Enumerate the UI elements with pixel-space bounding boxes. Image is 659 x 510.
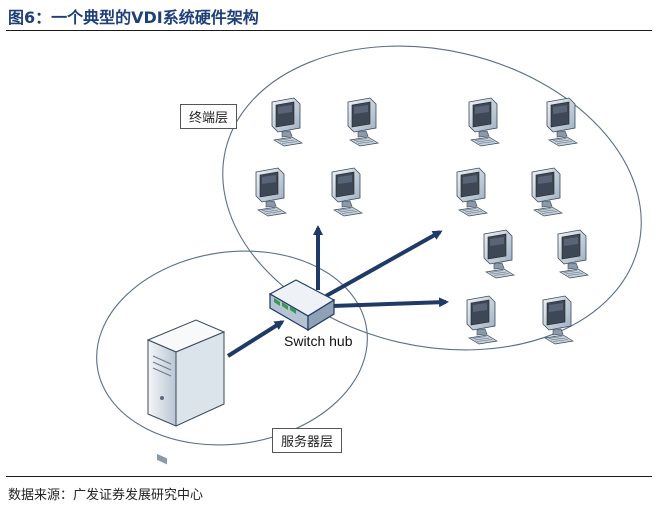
terminal-computer-icon <box>531 167 563 217</box>
figure-source: 数据来源：广发证券发展研究中心 <box>8 488 204 503</box>
top-rule <box>6 30 652 31</box>
server-to-hub-arrow <box>226 320 285 358</box>
connection-arrows <box>226 225 449 358</box>
terminal-computer-icon <box>466 295 498 345</box>
bottom-rule <box>6 476 652 477</box>
terminal-computer-icon <box>255 167 287 217</box>
hub-upper-right-arrow <box>325 230 443 298</box>
hub-right-arrow <box>331 297 449 308</box>
terminal-computer-icon <box>468 97 500 147</box>
figure-title: 图6：一个典型的VDI系统硬件架构 <box>8 8 259 27</box>
server-layer-label: 服务器层 <box>272 428 343 453</box>
switch-hub-label: Switch hub <box>284 333 353 349</box>
terminal-computer-icon <box>271 97 303 147</box>
server-layer-boundary <box>96 250 368 446</box>
terminal-layer-label: 终端层 <box>180 104 238 129</box>
server-icon <box>146 319 226 465</box>
terminal-computer-icon <box>557 229 589 279</box>
terminal-computer-icon <box>456 167 488 217</box>
terminal-layer-boundary <box>222 45 642 351</box>
switch-hub-icon <box>268 279 336 332</box>
terminal-computer-icon <box>546 97 578 147</box>
terminal-computer-icon <box>483 229 515 279</box>
terminal-computer-icon <box>347 97 379 147</box>
terminal-computer-icon <box>331 167 363 217</box>
